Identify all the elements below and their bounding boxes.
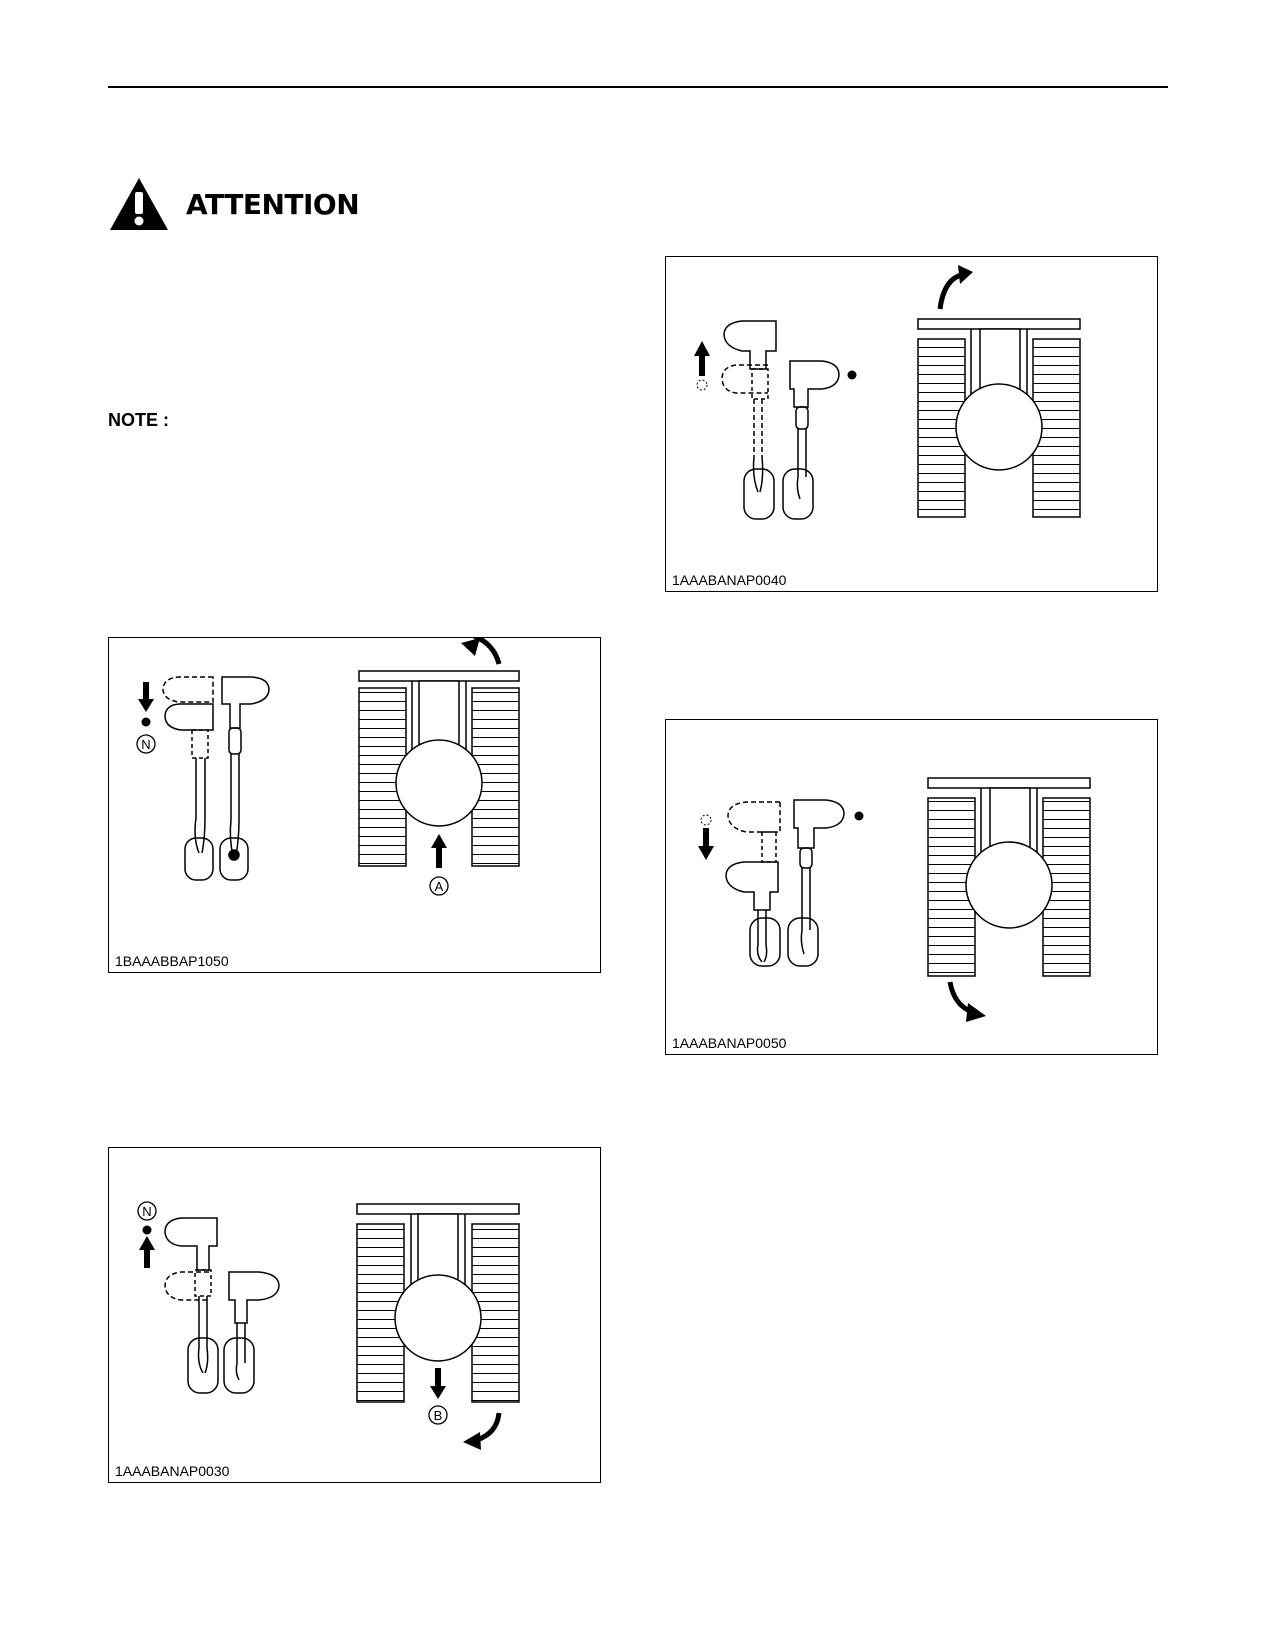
neutral-marker-text: N xyxy=(141,737,150,752)
rotate-arrow-icon xyxy=(937,265,973,310)
note-label: NOTE : xyxy=(108,410,169,430)
left-lever xyxy=(162,676,214,854)
left-lever xyxy=(164,1217,218,1374)
right-lever xyxy=(789,360,840,500)
figure-code: 1AAABANAP0040 xyxy=(672,572,787,588)
lever-gate xyxy=(743,468,814,520)
figure-2: N xyxy=(108,1147,601,1483)
up-arrow-icon xyxy=(694,341,710,376)
neutral-position-dot xyxy=(696,379,708,391)
lever-gate xyxy=(187,1337,255,1394)
neutral-marker: N xyxy=(136,734,156,754)
neutral-marker-text: N xyxy=(142,1204,151,1219)
neutral-position-dot xyxy=(700,814,712,826)
label-b-text: B xyxy=(434,1408,443,1423)
figure-code: 1AAABANAP0030 xyxy=(115,1463,230,1479)
up-arrow-icon xyxy=(431,834,447,868)
figure-3-illustration xyxy=(694,265,1081,520)
lever-gate xyxy=(184,837,249,881)
right-lever xyxy=(221,676,270,861)
rotate-arrow-icon xyxy=(461,638,502,665)
neutral-dot xyxy=(854,811,864,821)
label-a-text: A xyxy=(435,879,444,894)
down-arrow-icon xyxy=(698,828,714,860)
figure-1: N A 1BAAABBAP1050 xyxy=(108,637,601,973)
attention-label: ATTENTION xyxy=(186,187,360,221)
rotate-arrow-icon xyxy=(947,981,986,1022)
crawler-machine xyxy=(358,670,520,867)
figure-4-illustration xyxy=(698,777,1091,1022)
crawler-machine xyxy=(356,1203,520,1403)
figure-2-illustration: N xyxy=(137,1201,520,1450)
figure-1-illustration: N A xyxy=(136,638,520,896)
figure-3: 1AAABANAP0040 xyxy=(665,256,1158,592)
label-a-marker: A xyxy=(429,876,449,896)
right-lever xyxy=(793,799,845,955)
label-b-marker: B xyxy=(428,1405,448,1425)
figure-code: 1AAABANAP0050 xyxy=(672,1035,787,1051)
up-arrow-icon xyxy=(139,1236,155,1268)
left-lever xyxy=(725,801,781,963)
neutral-marker: N xyxy=(137,1201,157,1221)
crawler-machine xyxy=(917,318,1081,518)
crawler-machine xyxy=(927,777,1091,977)
lever-gate xyxy=(749,917,819,967)
rotate-arrow-icon xyxy=(463,1412,502,1450)
down-arrow-icon xyxy=(138,682,154,712)
attention-heading: ATTENTION xyxy=(108,176,360,232)
figure-code: 1BAAABBAP1050 xyxy=(115,953,229,969)
neutral-dot xyxy=(141,717,151,727)
warning-triangle-icon xyxy=(108,176,170,232)
figure-4: 1AAABANAP0050 xyxy=(665,719,1158,1055)
header-rule xyxy=(108,86,1168,88)
neutral-dot xyxy=(847,370,857,380)
neutral-dot xyxy=(142,1225,152,1235)
down-arrow-icon xyxy=(430,1368,446,1399)
left-lever xyxy=(721,320,777,493)
right-lever xyxy=(228,1271,280,1381)
